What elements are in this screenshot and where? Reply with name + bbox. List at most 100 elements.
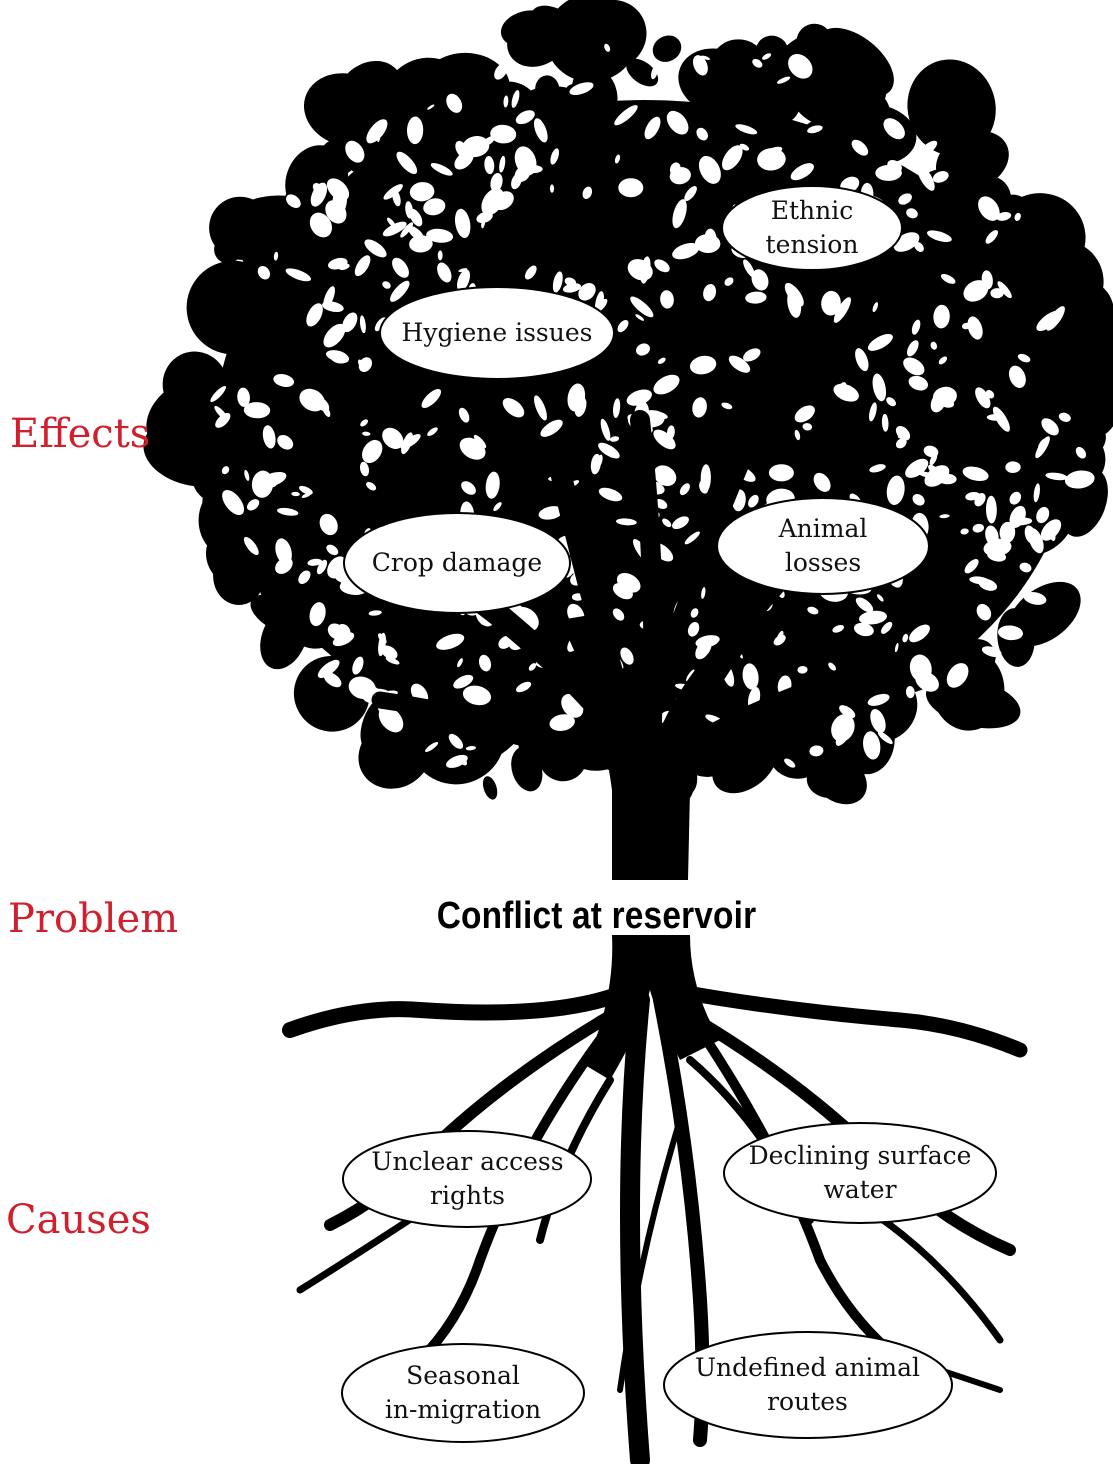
leaf-gap xyxy=(915,671,939,692)
leaf-gap xyxy=(985,389,995,399)
leaf-gap xyxy=(1017,353,1031,363)
leaf-gap xyxy=(930,392,947,413)
leaf-gap xyxy=(1045,472,1068,481)
leaf-gap xyxy=(742,663,759,690)
leaf-gap xyxy=(457,658,463,668)
leaf-gap xyxy=(897,432,908,439)
branch xyxy=(656,651,909,769)
leaf-gap xyxy=(964,559,979,574)
leaf-gap xyxy=(903,357,925,376)
bubble-ellipse xyxy=(663,1331,953,1439)
leaf-gap xyxy=(762,146,783,157)
leaf-blob xyxy=(817,27,894,97)
leaf-gap xyxy=(306,303,323,327)
leaf-gap xyxy=(855,597,874,613)
leaf-gap xyxy=(837,382,848,398)
leaf-gap xyxy=(457,269,470,292)
leaf-gap xyxy=(704,228,717,251)
leaf-gap xyxy=(453,674,474,689)
leaf-gap xyxy=(342,312,358,333)
leaf-gap xyxy=(858,610,888,625)
leaf-gap xyxy=(794,429,801,441)
leaf-gap xyxy=(364,239,387,258)
leaf-gap xyxy=(322,404,331,417)
leaf-gap xyxy=(657,357,666,364)
bubble-ellipse xyxy=(379,286,615,380)
branch xyxy=(642,412,768,708)
leaf-gap xyxy=(243,536,259,556)
leaf-gap xyxy=(291,491,300,497)
leaf-gap xyxy=(360,419,369,427)
leaf-gap xyxy=(598,487,623,502)
leaf-gap xyxy=(978,579,990,587)
leaf-gap xyxy=(309,212,332,238)
leaf-gap xyxy=(630,296,654,318)
leaf-gap xyxy=(653,465,677,487)
leaf-gap xyxy=(853,622,874,637)
leaf-gap xyxy=(515,110,535,125)
leaf-blob xyxy=(448,69,506,124)
leaf-gap xyxy=(345,140,365,163)
leaf-gap xyxy=(872,373,887,402)
root xyxy=(617,1117,683,1393)
leaf-gap xyxy=(540,419,563,437)
leaf-gap xyxy=(538,506,564,520)
leaf-gap xyxy=(762,53,772,60)
leaf-gap xyxy=(614,105,638,126)
leaf-gap xyxy=(378,706,404,733)
leaf-gap xyxy=(985,495,997,524)
leaf-gap xyxy=(962,466,989,482)
leaf-gap xyxy=(277,507,299,516)
leaf-blob xyxy=(1033,281,1113,360)
leaf-gap xyxy=(863,731,881,760)
leaf-gap xyxy=(728,355,751,373)
leaf-blob xyxy=(293,655,370,732)
root xyxy=(662,982,1028,1058)
leaf-gap xyxy=(454,208,471,239)
leaf-gap xyxy=(528,663,537,671)
leaf-gap xyxy=(323,672,342,688)
leaf-gap xyxy=(660,290,674,309)
leaf-gap xyxy=(222,489,245,516)
leaf-gap xyxy=(618,178,644,198)
leaf-gap xyxy=(358,357,373,372)
leaf-gap xyxy=(1009,491,1022,505)
leaf-gap xyxy=(493,191,514,211)
leaf-gap xyxy=(273,374,295,387)
leaf-gap xyxy=(996,211,1012,221)
leaf-gap xyxy=(679,483,690,496)
leaf-gap xyxy=(382,427,404,450)
leaf-gap xyxy=(644,116,661,140)
bubble-ellipse xyxy=(716,497,930,595)
leaf-gap xyxy=(549,714,575,731)
leaf-gap xyxy=(930,341,938,350)
leaf-blob xyxy=(191,425,261,503)
leaf-gap xyxy=(478,654,492,672)
bubble-shapes xyxy=(341,185,997,1443)
leaf-gap xyxy=(317,659,340,679)
leaf-blob xyxy=(916,163,968,205)
leaf-gap xyxy=(421,388,442,409)
leaf-blob xyxy=(493,420,564,490)
effects-label: Effects xyxy=(10,411,151,457)
leaf-gap xyxy=(493,502,502,512)
leaf-gap xyxy=(939,514,950,519)
leaf-gap xyxy=(352,656,364,675)
leaf-gap xyxy=(698,155,721,184)
leaf-gap xyxy=(672,516,689,530)
leaf-blob xyxy=(379,609,406,641)
leaf-gap xyxy=(802,423,813,431)
leaf-gap xyxy=(569,82,594,96)
leaf-gap xyxy=(499,155,506,173)
leaf-gap xyxy=(645,410,668,420)
leaf-gap xyxy=(503,95,509,108)
leaf-gap xyxy=(839,705,856,719)
leaf-gap xyxy=(797,665,808,674)
leaf-gap xyxy=(684,531,700,545)
leaf-blob xyxy=(931,648,1005,731)
leaf-gap xyxy=(423,198,446,216)
leaf-blob xyxy=(736,319,818,389)
leaf-gap xyxy=(743,259,755,278)
leaf-gap xyxy=(461,481,476,495)
leaf-gap xyxy=(612,583,633,600)
